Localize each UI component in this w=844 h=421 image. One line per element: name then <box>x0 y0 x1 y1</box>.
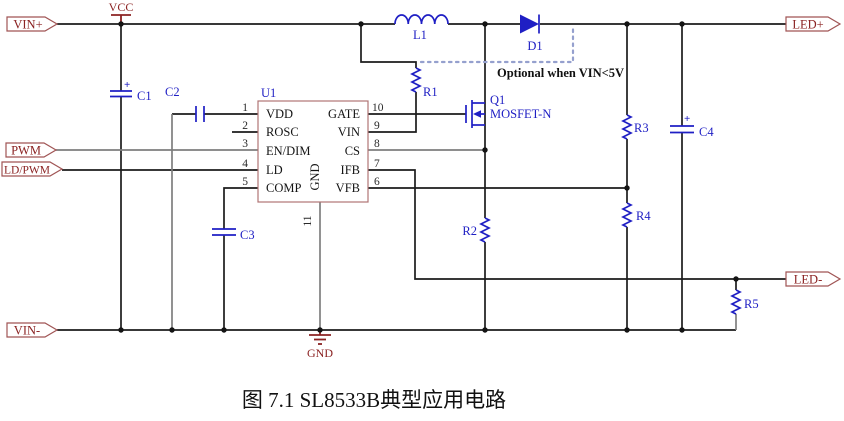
vin-minus-label: VIN- <box>14 324 40 338</box>
capacitor-C3: C3 <box>212 228 255 242</box>
pin-num-4: 4 <box>242 158 248 170</box>
q1-type-label: MOSFET-N <box>490 107 551 121</box>
l1-label: L1 <box>413 28 427 42</box>
r4-label: R4 <box>636 209 651 223</box>
net-flag-pwm: PWM <box>5 142 58 158</box>
ic-U1: U1 VDD ROSC EN/DIM LD COMP GATE VIN CS I… <box>242 86 384 227</box>
pin-name-rosc: ROSC <box>266 125 299 139</box>
pin-name-gnd: GND <box>308 163 322 190</box>
gnd-label: GND <box>307 346 333 360</box>
d1-label: D1 <box>527 39 542 53</box>
optional-note: Optional when VIN<5V <box>497 66 624 80</box>
pin-name-vdd: VDD <box>266 107 293 121</box>
led-minus-label: LED- <box>794 273 822 287</box>
pin-num-8: 8 <box>374 138 380 150</box>
vcc-symbol: VCC <box>109 0 134 24</box>
net-flag-led-minus: LED- <box>785 271 842 287</box>
capacitor-C4: + C4 <box>670 113 714 139</box>
ic-refdes: U1 <box>261 86 276 100</box>
resistor-R1: R1 <box>410 67 438 99</box>
c2-label: C2 <box>165 85 180 99</box>
pin-name-vfb: VFB <box>336 181 360 195</box>
inductor-L1: L1 <box>394 14 449 42</box>
vcc-label: VCC <box>109 0 134 14</box>
resistor-R5: R5 <box>730 289 759 315</box>
r3-label: R3 <box>634 121 649 135</box>
pin-num-10: 10 <box>372 102 384 114</box>
net-flag-ld-pwm: LD/PWM <box>1 161 64 177</box>
pin-num-9: 9 <box>374 120 380 132</box>
c4-label: C4 <box>699 125 714 139</box>
gray-wires <box>56 114 737 330</box>
mosfet-Q1: Q1 MOSFET-N <box>465 93 551 128</box>
pin-num-11: 11 <box>302 215 314 226</box>
junction-dots <box>118 21 739 333</box>
c1-plus-sign: + <box>124 79 130 91</box>
wires <box>57 23 786 331</box>
gnd-symbol: GND <box>307 330 333 360</box>
r2-label: R2 <box>462 224 477 238</box>
c1-label: C1 <box>137 89 152 103</box>
resistor-R3: R3 <box>621 114 649 140</box>
r5-label: R5 <box>744 297 759 311</box>
diode-D1: D1 <box>520 14 543 53</box>
net-flag-led-plus: LED+ <box>785 16 842 32</box>
q1-refdes: Q1 <box>490 93 505 107</box>
pin-name-ld: LD <box>266 163 283 177</box>
pin-name-comp: COMP <box>266 181 301 195</box>
resistor-R4: R4 <box>621 202 651 228</box>
capacitor-C1: + C1 <box>110 79 152 103</box>
ld-pwm-label: LD/PWM <box>4 165 50 177</box>
pin-name-endim: EN/DIM <box>266 144 310 158</box>
capacitor-C2: C2 <box>165 85 205 122</box>
resistor-R2: R2 <box>462 217 491 243</box>
figure-caption: 图 7.1 SL8533B典型应用电路 <box>242 388 506 412</box>
r1-label: R1 <box>423 85 438 99</box>
led-plus-label: LED+ <box>792 18 823 32</box>
vin-plus-label: VIN+ <box>13 18 42 32</box>
pin-num-7: 7 <box>374 158 380 170</box>
pin-name-gate: GATE <box>328 107 360 121</box>
pin-name-cs: CS <box>345 144 360 158</box>
net-flag-vin-plus: VIN+ <box>6 16 59 32</box>
pwm-label: PWM <box>11 144 41 158</box>
pin-num-5: 5 <box>242 176 248 188</box>
c4-plus-sign: + <box>684 113 690 125</box>
pin-name-vin: VIN <box>338 125 360 139</box>
pin-num-1: 1 <box>242 102 248 114</box>
c3-label: C3 <box>240 228 255 242</box>
pin-num-6: 6 <box>374 176 380 188</box>
pin-num-3: 3 <box>242 138 248 150</box>
optional-dotted-path: Optional when VIN<5V <box>419 24 624 80</box>
pin-num-2: 2 <box>242 120 248 132</box>
net-flag-vin-minus: VIN- <box>6 322 59 338</box>
pin-name-ifb: IFB <box>341 163 360 177</box>
